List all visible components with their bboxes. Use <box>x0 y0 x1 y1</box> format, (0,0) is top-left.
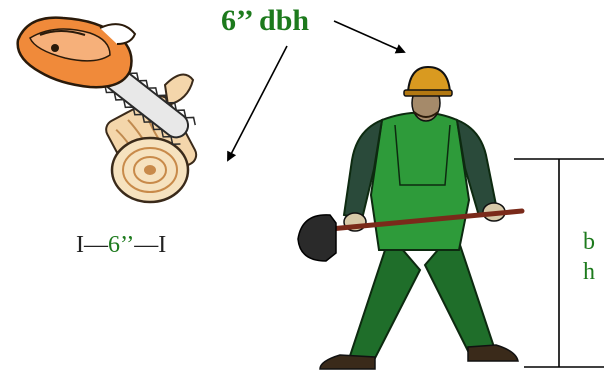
dbh-arrow-to-lumberjack <box>333 20 406 54</box>
diameter-value: 6’’ <box>108 232 135 258</box>
breast-height-line-1: b <box>583 229 595 255</box>
breast-height-dimension <box>514 158 604 368</box>
dbh-label: 6’’ dbh <box>221 4 310 37</box>
diameter-left-bracket: I— <box>76 232 108 258</box>
lumberjack-with-axe-icon <box>297 65 525 370</box>
breast-height-line-2: h <box>583 259 595 285</box>
diameter-right-bracket: —I <box>134 232 167 258</box>
chainsaw-log-icon <box>16 16 198 204</box>
breast-height-label: b h <box>583 227 595 287</box>
dbh-arrow-to-log <box>227 45 288 162</box>
diameter-label: I—6’’—I <box>76 233 166 257</box>
